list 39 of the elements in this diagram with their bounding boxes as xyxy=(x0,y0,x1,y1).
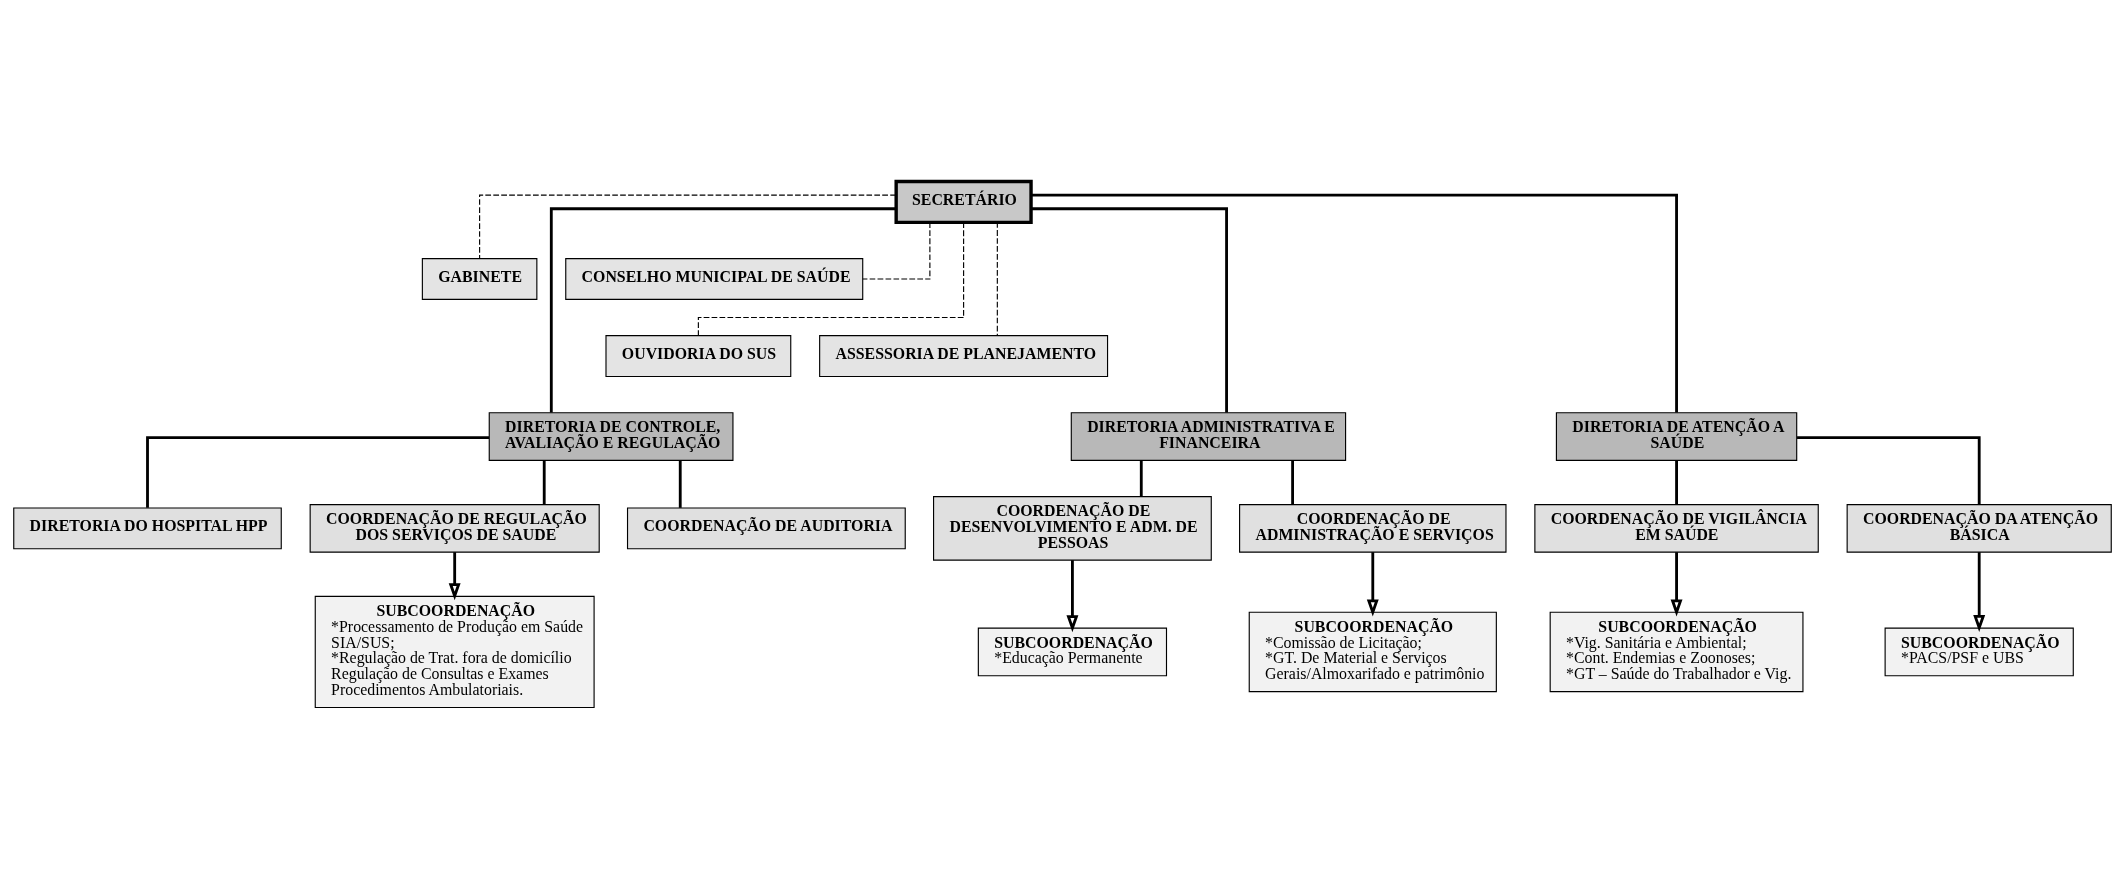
connector xyxy=(1797,435,1981,505)
node-box: SUBCOORDENAÇÃO *Educação Permanente xyxy=(977,627,1168,676)
node-box: COORDENAÇÃO DE DESENVOLVIMENTO E ADM. DE PESSOAS xyxy=(933,495,1212,561)
connector xyxy=(1031,206,1228,413)
node-box: DIRETORIA ADMINISTRATIVA E FINANCEIRA xyxy=(1070,411,1347,461)
connector xyxy=(862,221,931,280)
node-box: SECRETÁRIO xyxy=(894,179,1033,224)
connector xyxy=(549,206,896,413)
node-box: SUBCOORDENAÇÃO *PACS/PSF e UBS xyxy=(1884,627,2074,676)
connector xyxy=(678,460,682,508)
node-box: CONSELHO MUNICIPAL DE SAÚDE xyxy=(565,257,864,300)
connector xyxy=(697,221,965,336)
connector xyxy=(542,460,546,504)
arrow xyxy=(448,551,461,600)
node-box: DIRETORIA DO HOSPITAL HPP xyxy=(13,506,282,549)
node-box: COORDENAÇÃO DE REGULAÇÃO DOS SERVIÇOS DE SAUDE xyxy=(309,503,600,553)
connector xyxy=(146,435,489,508)
connector xyxy=(996,221,998,336)
connector xyxy=(479,194,897,259)
node-box: SUBCOORDENAÇÃO *Processamento de Produção em Saúde SIA/SUS; *Regulação de Trat. fora de domicílio Regulação de Consultas e Exames Procedimentos Ambulatoriais. xyxy=(314,595,595,708)
arrow xyxy=(1973,551,1986,632)
connector xyxy=(1675,460,1678,504)
connector xyxy=(1291,460,1294,504)
node-box: COORDENAÇÃO DE AUDITORIA xyxy=(626,506,906,549)
node-box: DIRETORIA DE CONTROLE, AVALIAÇÃO E REGULAÇÃO xyxy=(488,411,734,461)
arrow xyxy=(1366,551,1379,616)
node-box: DIRETORIA DE ATENÇÃO A SAÚDE xyxy=(1555,411,1798,461)
arrow xyxy=(1066,559,1079,632)
connector xyxy=(1031,193,1678,413)
arrow xyxy=(1670,551,1683,616)
connector xyxy=(1139,460,1143,496)
node-box: GABINETE xyxy=(421,257,538,300)
node-box: SUBCOORDENAÇÃO *Vig. Sanitária e Ambiental; *Cont. Endemias e Zoonoses; *GT – Saúde do Trabalhador e Vig. xyxy=(1549,611,1804,692)
node-box: OUVIDORIA DO SUS xyxy=(605,334,792,377)
node-box: COORDENAÇÃO DE ADMINISTRAÇÃO E SERVIÇOS xyxy=(1239,503,1507,553)
node-box: COORDENAÇÃO DE VIGILÂNCIA EM SAÚDE xyxy=(1534,503,1819,553)
node-box: ASSESSORIA DE PLANEJAMENTO xyxy=(819,334,1109,377)
node-box: SUBCOORDENAÇÃO *Comissão de Licitação; *GT. De Material e Serviços Gerais/Almoxarifado e patrimônio xyxy=(1248,611,1497,692)
node-box: COORDENAÇÃO DA ATENÇÃO BÁSICA xyxy=(1846,503,2112,553)
